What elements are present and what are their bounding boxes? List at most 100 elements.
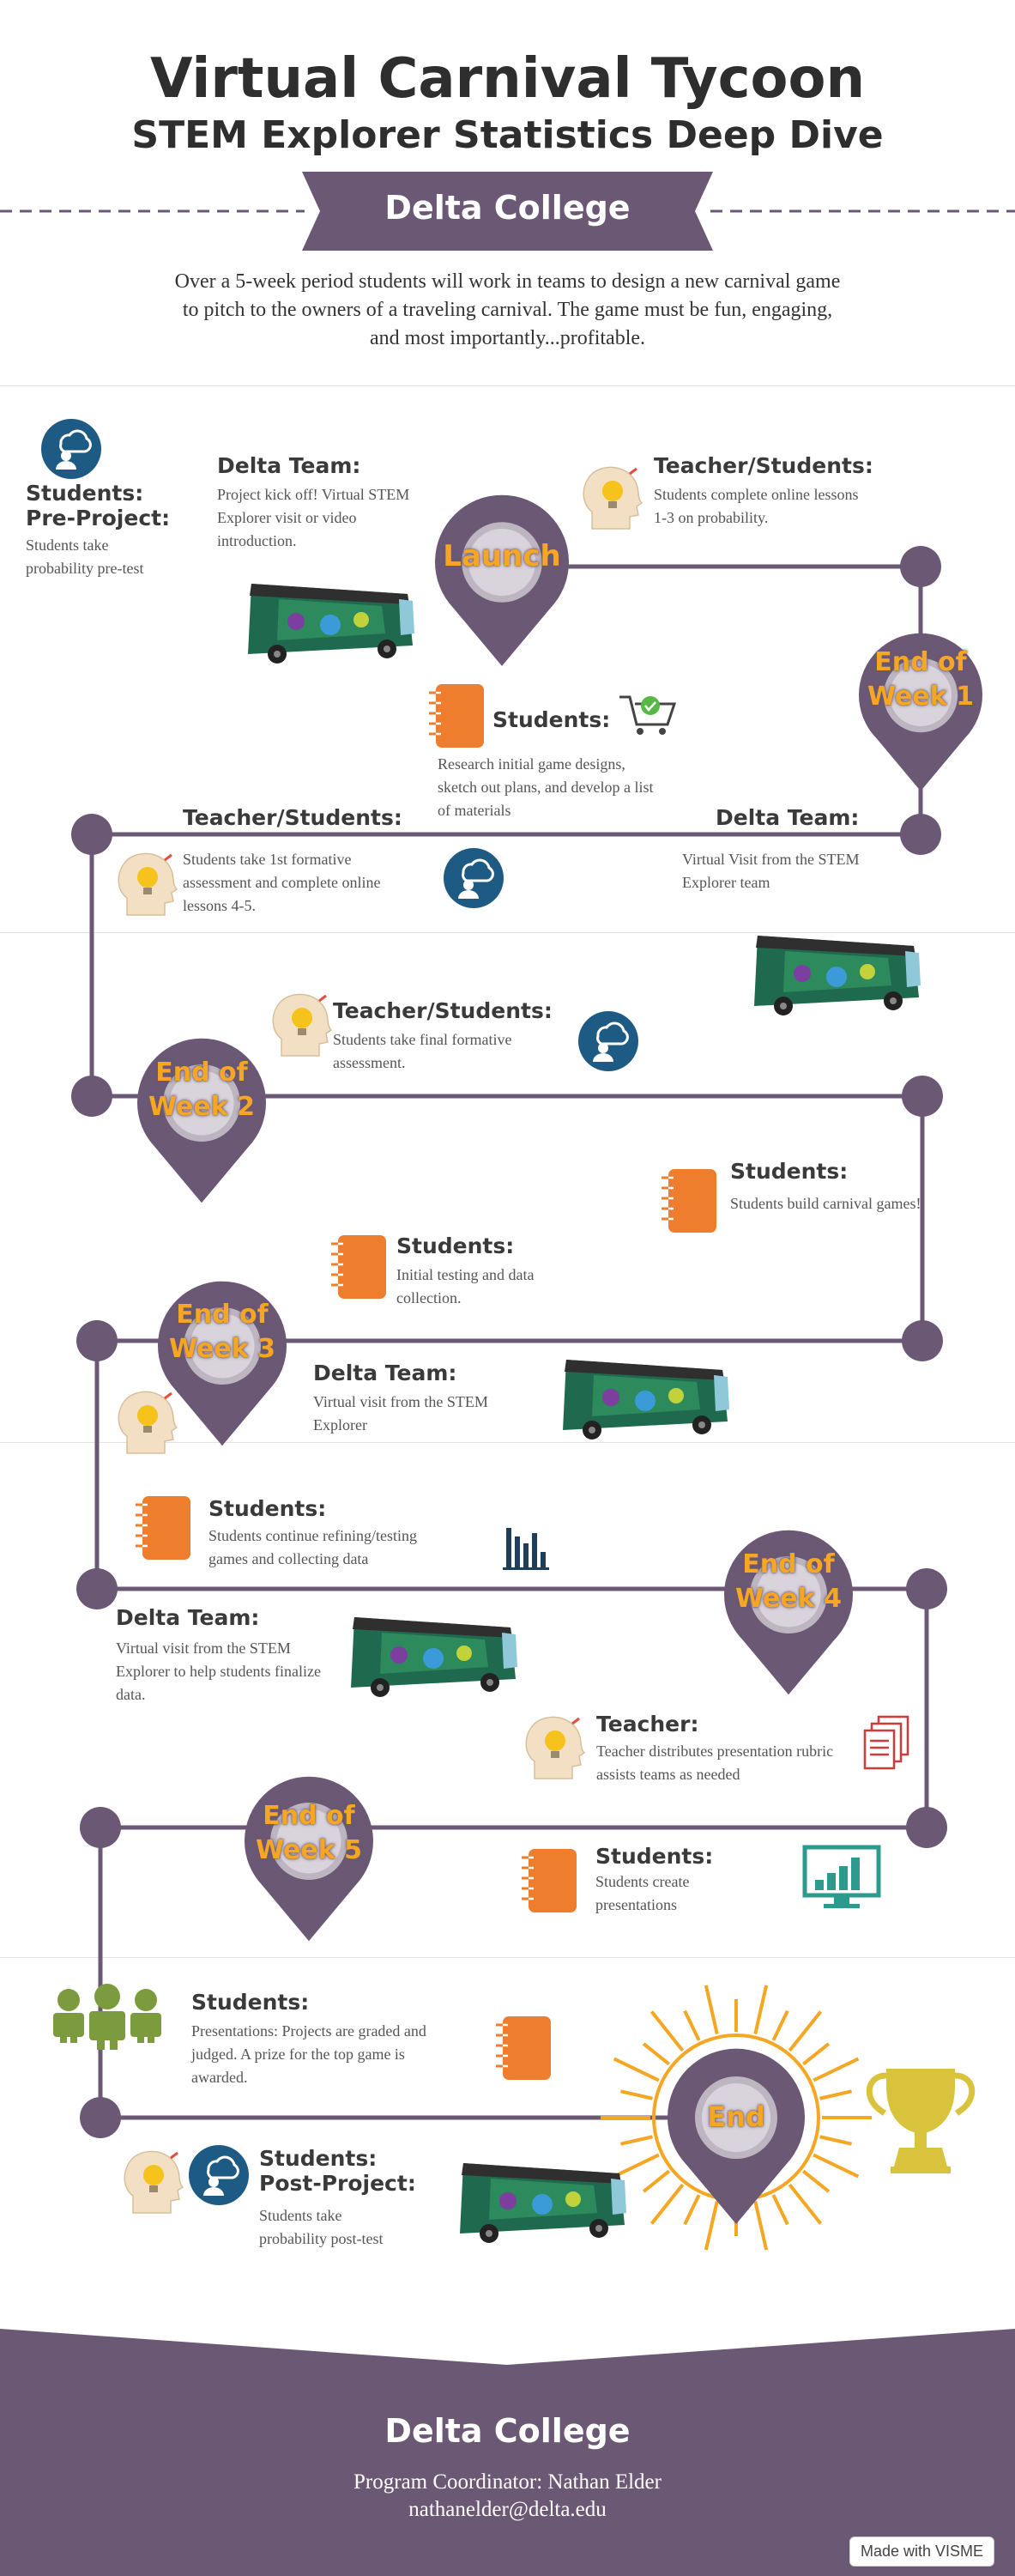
milestone-text: End of: [176, 1300, 269, 1330]
step-text: Explorer to help students finalize: [116, 1663, 321, 1680]
step-text: introduction.: [217, 532, 297, 549]
milestone-text: End of: [874, 647, 967, 677]
step-text: probability post-test: [259, 2230, 384, 2247]
step-text: judged. A prize for the top game is: [191, 2046, 405, 2063]
milestone-text: End of: [742, 1549, 835, 1579]
step-text: Presentations: Projects are graded and: [191, 2022, 426, 2040]
step-text: Students continue refining/testing: [208, 1527, 417, 1544]
step-text: Research initial game designs,: [438, 755, 625, 773]
step-research-text: Research initial game designs, sketch ou…: [438, 753, 653, 822]
step-text: 1-3 on probability.: [654, 509, 769, 526]
bar-chart-icon: [503, 1528, 549, 1570]
milestone-text: Week 1: [867, 682, 974, 712]
cart-icon: [619, 695, 677, 735]
milestone-week3-label: End of Week 3: [156, 1298, 288, 1367]
step-text: Explorer visit or video: [217, 509, 357, 526]
milestone-week2-label: End of Week 2: [136, 1056, 268, 1124]
step-research-title: Students:: [492, 707, 610, 732]
step-text: Virtual Visit from the STEM: [682, 851, 860, 868]
step-build: Students: Students build carnival games!: [730, 1159, 921, 1215]
milestone-week5-pin: [245, 1776, 373, 1942]
milestone-text: Week 5: [256, 1835, 362, 1865]
intro-line: and most importantly...profitable.: [369, 327, 646, 349]
step-title: Students:: [595, 1844, 714, 1869]
footer-coordinator: Program Coordinator: Nathan Elder: [353, 2470, 662, 2494]
step-text: Explorer team: [682, 874, 770, 891]
milestone-week2-pin: [137, 1038, 266, 1203]
sun-burst: [601, 1985, 872, 2251]
milestone-launch-label: Launch: [433, 539, 571, 573]
step-text: Students take 1st formative: [183, 851, 352, 868]
step-testing: Students: Initial testing and data colle…: [396, 1233, 534, 1310]
milestone-week4-label: End of Week 4: [722, 1548, 855, 1616]
step-text: Students create: [595, 1873, 690, 1890]
team-icon: [53, 1984, 161, 2050]
step-virtual-visit-1-title: Delta Team:: [716, 805, 859, 830]
footer-email[interactable]: nathanelder@delta.edu: [408, 2498, 607, 2521]
step-text: Virtual visit from the STEM: [116, 1640, 291, 1657]
milestone-week4-pin: [724, 1530, 853, 1695]
footer-org: Delta College: [384, 2412, 631, 2450]
documents-icon: [863, 1715, 909, 1770]
step-virtual-visit-2: Delta Team: Virtual visit from the STEM …: [313, 1361, 488, 1437]
step-title: Teacher/Students:: [183, 805, 402, 830]
made-with-visme-badge[interactable]: Made with VISME: [849, 2537, 995, 2567]
banner-label: Delta College: [384, 189, 631, 227]
step-text: collection.: [396, 1289, 462, 1306]
milestone-end-label: End: [670, 2100, 802, 2133]
milestone-week1-label: End of Week 1: [855, 646, 987, 714]
step-title: Students:: [730, 1159, 849, 1184]
milestone-text: Week 2: [148, 1092, 255, 1122]
step-text: assists teams as needed: [596, 1766, 740, 1783]
step-refining: Students: Students continue refining/tes…: [208, 1496, 417, 1571]
step-title: Delta Team:: [716, 805, 860, 830]
step-virtual-visit-3: Delta Team: Virtual visit from the STEM …: [116, 1605, 321, 1706]
step-text: Explorer: [313, 1416, 367, 1433]
step-text: data.: [116, 1686, 146, 1703]
step-text: sketch out plans, and develop a list: [438, 779, 654, 796]
step-title: Teacher:: [596, 1712, 699, 1737]
step-text: Students take final formative: [333, 1031, 512, 1048]
step-pre-project: Students: Pre-Project: Students take pro…: [26, 481, 170, 580]
step-title: Delta Team:: [313, 1361, 457, 1385]
milestone-text: Week 4: [735, 1584, 842, 1614]
milestone-text: End: [707, 2100, 765, 2133]
step-text: lessons 4-5.: [183, 897, 256, 914]
step-text: assessment and complete online: [183, 874, 381, 891]
step-formative-1-text: Students take 1st formative assessment a…: [183, 848, 380, 918]
step-title: Students:: [191, 1990, 310, 2015]
step-text: Students build carnival games!: [730, 1195, 921, 1212]
header-banner-graphic: [0, 172, 1015, 251]
intro-text: Over a 5-week period students will work …: [0, 268, 1015, 353]
milestone-week1-pin: [858, 633, 982, 791]
section-divider: [0, 385, 1015, 386]
page-title: Virtual Carnival Tycoon: [149, 47, 866, 111]
milestone-text: End of: [155, 1058, 248, 1088]
step-title: Students:: [26, 481, 144, 506]
step-text: presentations: [595, 1896, 677, 1913]
step-text: Students take: [259, 2207, 342, 2224]
step-kickoff: Delta Team: Project kick off! Virtual ST…: [217, 453, 409, 553]
step-text: probability pre-test: [26, 560, 144, 577]
step-presentations: Students: Presentations: Projects are gr…: [191, 1990, 426, 2089]
step-create-presentations: Students: Students create presentations: [595, 1844, 713, 1917]
step-title: Students:: [396, 1233, 515, 1258]
milestone-text: Launch: [443, 539, 561, 573]
step-text: Students complete online lessons: [654, 486, 859, 503]
milestone-text: Week 3: [169, 1334, 275, 1364]
monitor-chart-icon: [802, 1845, 881, 1908]
step-title: Teacher/Students:: [654, 453, 873, 478]
step-text: assessment.: [333, 1054, 406, 1071]
step-text: Teacher distributes presentation rubric: [596, 1743, 834, 1760]
step-text: of materials: [438, 802, 511, 819]
step-text: Virtual visit from the STEM: [313, 1393, 488, 1410]
intro-line: Over a 5-week period students will work …: [174, 270, 841, 293]
page-subtitle: STEM Explorer Statistics Deep Dive: [131, 113, 884, 157]
step-title: Delta Team:: [217, 453, 361, 478]
step-text: Students take: [26, 536, 109, 554]
step-title: Students:: [259, 2146, 378, 2171]
step-title: Teacher/Students:: [333, 998, 553, 1023]
step-text: Project kick off! Virtual STEM: [217, 486, 410, 503]
